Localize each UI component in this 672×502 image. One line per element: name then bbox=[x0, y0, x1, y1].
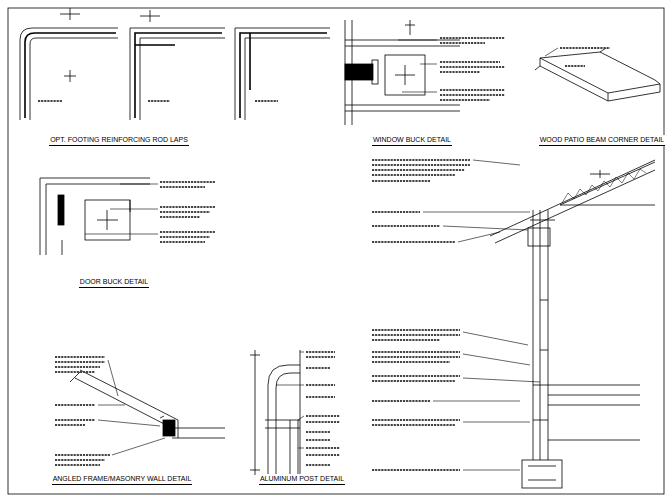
sheet-border bbox=[8, 8, 664, 494]
wall-section bbox=[490, 160, 655, 488]
detail-title: WINDOW BUCK DETAIL bbox=[372, 135, 452, 146]
detail-title: OPT. FOOTING REINFORCING ROD LAPS bbox=[49, 135, 189, 146]
leader-lines bbox=[85, 40, 558, 470]
detail-title: DOOR BUCK DETAIL bbox=[79, 277, 149, 288]
door-buck bbox=[40, 178, 150, 255]
rebar-laps bbox=[20, 8, 330, 120]
detail-title: ALUMINUM POST DETAIL bbox=[259, 474, 345, 485]
window-buck bbox=[345, 20, 460, 125]
detail-title: ANGLED FRAME/MASONRY WALL DETAIL bbox=[52, 474, 193, 485]
annotation-notes bbox=[38, 38, 610, 470]
detail-title: WOOD PATIO BEAM CORNER DETAIL bbox=[539, 135, 665, 146]
patio-beam bbox=[535, 48, 660, 101]
aluminum-post bbox=[250, 350, 300, 475]
